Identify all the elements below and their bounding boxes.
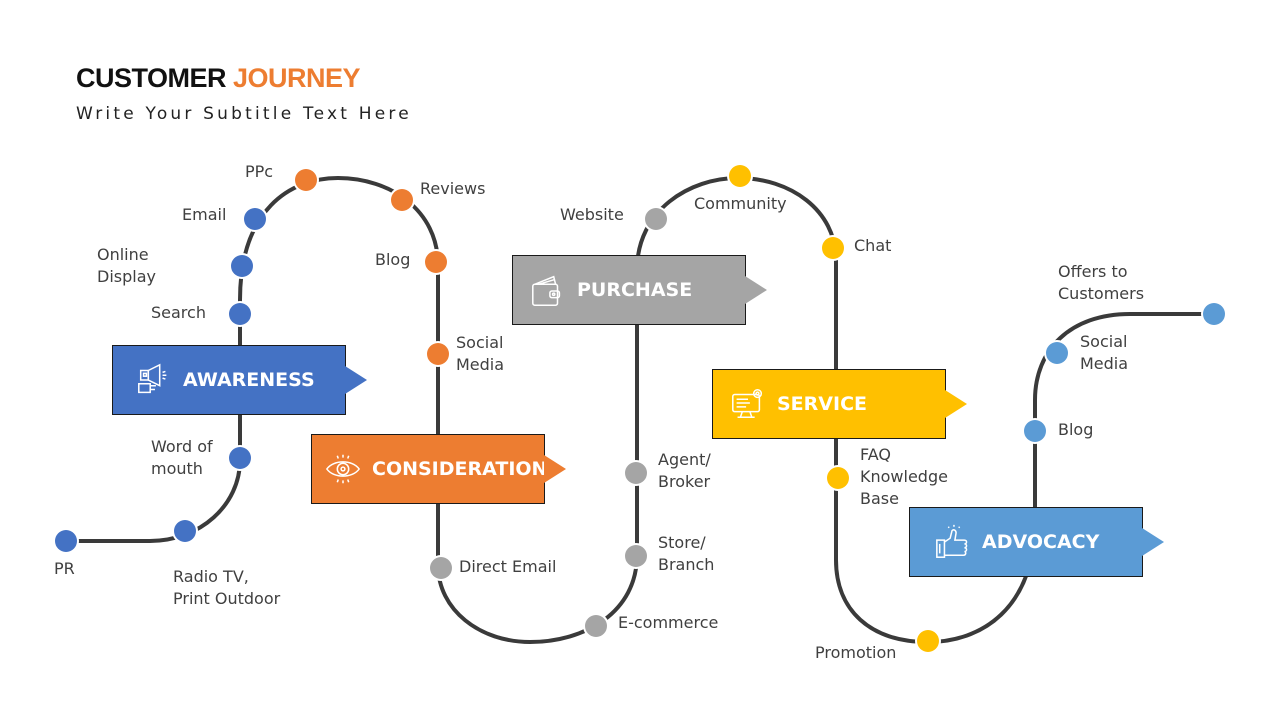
touchpoint-label: Radio TV, Print Outdoor [173,567,281,608]
touchpoint-label: Reviews [420,179,486,198]
touchpoint-dot[interactable] [827,467,849,489]
touchpoint-dot[interactable] [585,615,607,637]
touchpoint-dot[interactable] [822,237,844,259]
wallet-icon [529,271,567,309]
touchpoint-dot[interactable] [229,303,251,325]
touchpoint-label: Website [560,205,624,224]
stage-advocacy[interactable]: ADVOCACY [909,507,1164,577]
touchpoint-label: PPc [245,162,274,181]
arrow-right-icon [345,366,367,394]
stage-label: PURCHASE [577,279,693,301]
touchpoint-label: Direct Email [459,557,557,576]
touchpoint-dot[interactable] [917,630,939,652]
touchpoint-label: Chat [854,236,892,255]
touchpoint-label: Store/ Branch [658,533,715,574]
touchpoint-dot[interactable] [425,251,447,273]
touchpoint-label: Promotion [815,643,897,662]
touchpoint-label: E-commerce [618,613,719,632]
stage-consideration[interactable]: CONSIDERATION [311,434,566,504]
touchpoint-dot[interactable] [55,530,77,552]
title-main: CUSTOMER [76,63,227,93]
touchpoint-label: Blog [375,250,411,269]
arrow-right-icon [745,276,767,304]
arrow-right-icon [544,455,566,483]
thumbs-up-icon [934,523,972,561]
touchpoint-dot[interactable] [625,545,647,567]
touchpoint-dot[interactable] [645,208,667,230]
touchpoint-dot[interactable] [625,462,647,484]
stage-awareness[interactable]: AWARENESS [112,345,367,415]
page-subtitle: Write Your Subtitle Text Here [76,104,412,124]
touchpoint-dot[interactable] [729,165,751,187]
touchpoint-dot[interactable] [391,189,413,211]
stage-label: AWARENESS [183,369,315,391]
stage-service[interactable]: SERVICE [712,369,967,439]
touchpoint-label: Search [151,303,206,322]
touchpoint-dot[interactable] [244,208,266,230]
computer-gear-icon [729,385,767,423]
touchpoint-label: Offers to Customers [1058,262,1145,303]
touchpoint-label: PR [54,559,75,578]
touchpoint-dot[interactable] [1046,342,1068,364]
touchpoint-dot[interactable] [295,169,317,191]
title-accent: JOURNEY [233,63,361,93]
touchpoint-label: FAQ Knowledge Base [860,445,948,508]
stage-label: SERVICE [777,393,867,415]
touchpoint-label: Word of mouth [151,437,213,478]
touchpoint-dot[interactable] [231,255,253,277]
touchpoint-label: Agent/ Broker [658,450,711,491]
arrow-right-icon [945,390,967,418]
stage-label: ADVOCACY [982,531,1100,553]
touchpoint-label: Blog [1058,420,1094,439]
megaphone-icon [135,361,173,399]
arrow-right-icon [1142,528,1164,556]
touchpoint-dot[interactable] [1024,420,1046,442]
stage-purchase[interactable]: PURCHASE [512,255,767,325]
stage-label: CONSIDERATION [372,458,548,480]
touchpoint-label: Social Media [456,333,505,374]
touchpoint-label: Social Media [1080,332,1129,373]
touchpoint-dot[interactable] [229,447,251,469]
touchpoint-dot[interactable] [430,557,452,579]
touchpoint-dot[interactable] [1203,303,1225,325]
touchpoint-dot[interactable] [427,343,449,365]
touchpoint-label: Community [694,194,787,213]
touchpoint-label: Email [182,205,227,224]
journey-path [64,175,1216,645]
touchpoint-dot[interactable] [174,520,196,542]
eye-icon [324,450,362,488]
touchpoint-label: Online Display [97,245,156,286]
